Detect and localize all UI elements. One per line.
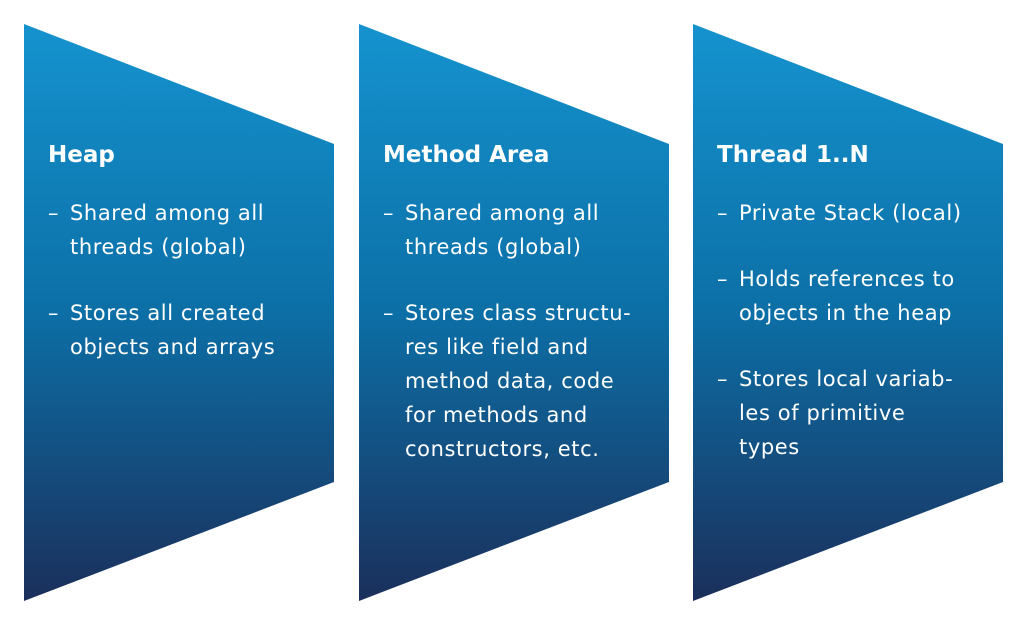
- method-area-item-1: – Shared among all threads (global): [383, 196, 653, 264]
- heap-item-2-text: Stores all created objects and arrays: [70, 301, 276, 359]
- method-area-panel-content: Method Area – Shared among all threads (…: [383, 140, 653, 498]
- method-area-item-1-text: Shared among all threads (global): [405, 201, 600, 259]
- thread-item-1-text: Private Stack (local): [739, 201, 962, 225]
- method-area-item-2-text: Stores class structu- res like field and…: [405, 301, 632, 461]
- bullet-dash: –: [383, 201, 395, 225]
- heap-item-1-text: Shared among all threads (global): [70, 201, 265, 259]
- thread-list: – Private Stack (local) – Holds referenc…: [717, 196, 987, 464]
- bullet-dash: –: [48, 201, 60, 225]
- thread-title: Thread 1..N: [717, 142, 869, 168]
- thread-panel: Thread 1..N – Private Stack (local) – Ho…: [693, 24, 1003, 601]
- method-area-panel: Method Area – Shared among all threads (…: [359, 24, 669, 601]
- method-area-title: Method Area: [383, 142, 550, 168]
- bullet-dash: –: [717, 267, 729, 291]
- method-area-panel-shape: [359, 24, 669, 601]
- thread-item-2: – Holds references to objects in the hea…: [717, 262, 987, 330]
- heap-item-1: – Shared among all threads (global): [48, 196, 318, 264]
- thread-panel-content: Thread 1..N – Private Stack (local) – Ho…: [717, 140, 987, 496]
- heap-list: – Shared among all threads (global) – St…: [48, 196, 318, 364]
- heap-title: Heap: [48, 142, 115, 168]
- thread-panel-shape: [693, 24, 1003, 601]
- thread-item-2-text: Holds references to objects in the heap: [739, 267, 955, 325]
- bullet-dash: –: [717, 201, 729, 225]
- heap-panel-content: Heap – Shared among all threads (global)…: [48, 140, 318, 396]
- heap-item-2: – Stores all created objects and arrays: [48, 296, 318, 364]
- thread-item-3-text: Stores local variab- les of primitive ty…: [739, 367, 954, 459]
- heap-panel-shape: [24, 24, 334, 601]
- thread-item-3: – Stores local variab- les of primitive …: [717, 362, 987, 464]
- bullet-dash: –: [48, 301, 60, 325]
- method-area-item-2: – Stores class structu- res like field a…: [383, 296, 653, 466]
- bullet-dash: –: [383, 301, 395, 325]
- bullet-dash: –: [717, 367, 729, 391]
- heap-panel: Heap – Shared among all threads (global)…: [24, 24, 334, 601]
- thread-item-1: – Private Stack (local): [717, 196, 987, 230]
- method-area-list: – Shared among all threads (global) – St…: [383, 196, 653, 466]
